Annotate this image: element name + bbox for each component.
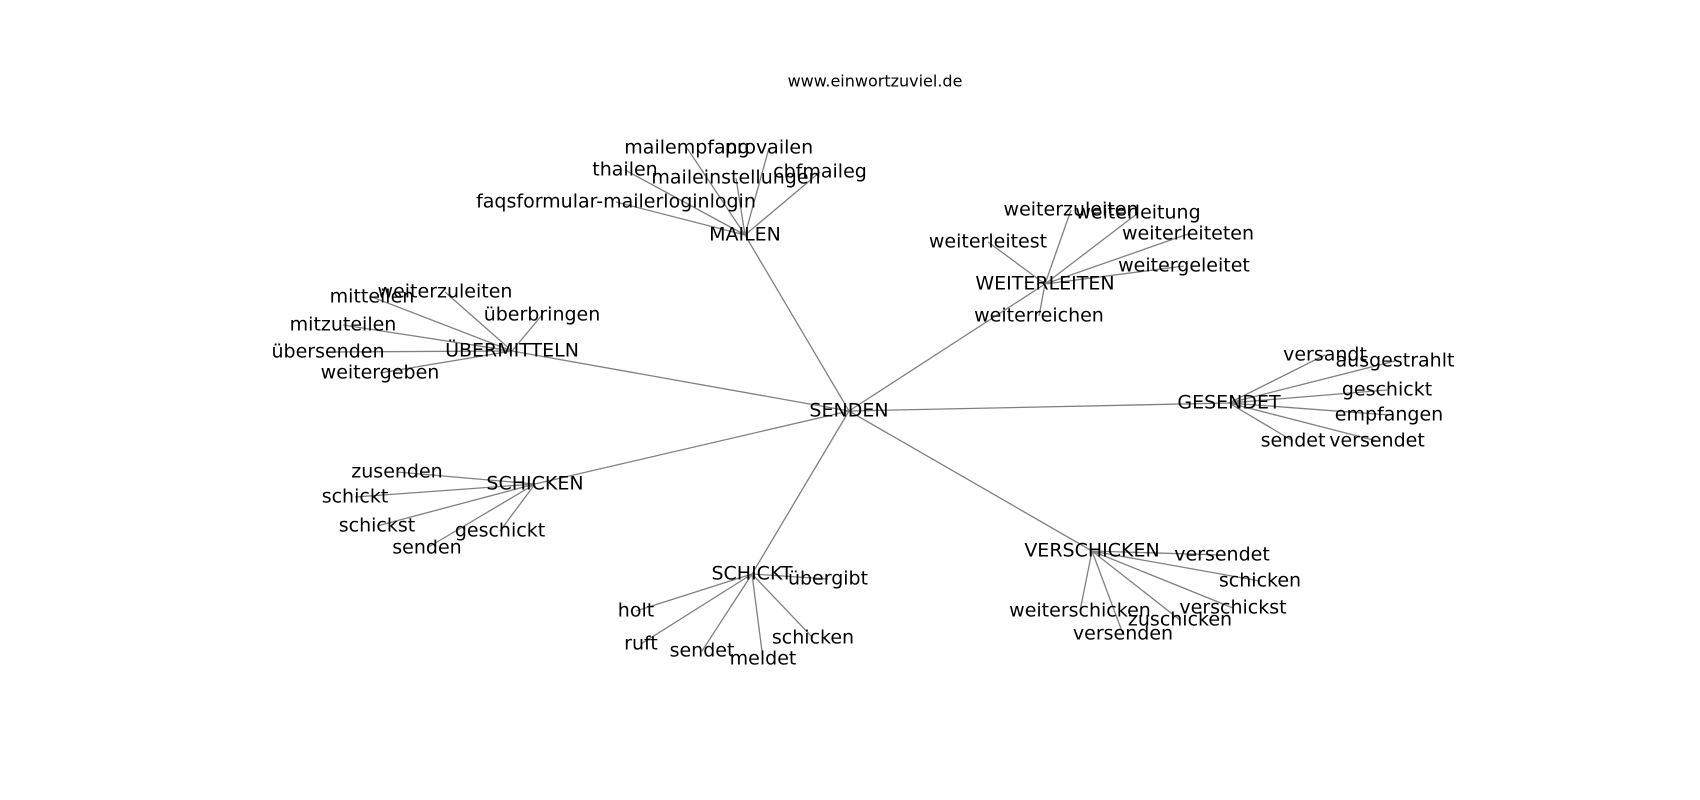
hub-leaf-edge <box>511 314 543 352</box>
hub-leaf-edge <box>1044 233 1189 285</box>
leaf-node-label: ausgestrahlt <box>1336 350 1455 372</box>
leaf-node-label: zuschicken <box>1128 609 1232 631</box>
leaf-node-label: weiterschicken <box>1009 600 1151 622</box>
root-hub-edge <box>744 234 850 412</box>
hub-leaf-edge <box>354 483 536 498</box>
hub-leaf-edge <box>1228 354 1326 404</box>
leaf-node-label: faqsformular-mailerloginlogin <box>476 191 756 213</box>
hub-leaf-edge <box>327 350 513 353</box>
hub-leaf-edge <box>751 573 829 580</box>
hub-node-label: MAILEN <box>709 224 781 246</box>
hub-leaf-edge <box>379 350 513 374</box>
leaf-node-label: versenden <box>1073 623 1173 645</box>
leaf-node-label: schickt <box>322 486 389 508</box>
leaf-node-label: ruft <box>624 633 658 655</box>
hub-leaf-edge <box>1228 402 1378 442</box>
hub-leaf-edge <box>624 169 746 236</box>
hub-leaf-edge <box>376 483 536 527</box>
leaf-node-label: überbringen <box>484 304 601 326</box>
hub-leaf-edge <box>640 573 753 645</box>
hub-leaf-edge <box>701 573 753 652</box>
root-hub-edge <box>848 283 1046 412</box>
leaf-node-label: schicken <box>1219 570 1301 592</box>
hub-leaf-edge <box>426 483 536 549</box>
hub-leaf-edge <box>1228 402 1294 442</box>
hub-leaf-edge <box>1091 550 1181 621</box>
leaf-node-label: maileinstellungen <box>651 167 820 189</box>
leaf-node-label: übergibt <box>788 568 868 590</box>
source-caption: www.einwortzuviel.de <box>788 72 963 91</box>
hub-leaf-edge <box>735 177 746 236</box>
hub-leaf-edge <box>615 201 746 236</box>
root-hub-edge <box>751 410 850 575</box>
root-hub-edge <box>534 410 850 485</box>
leaf-node-label: geschickt <box>1342 379 1432 401</box>
hub-leaf-edge <box>1228 402 1390 416</box>
leaf-node-label: weiterreichen <box>974 305 1104 327</box>
hub-leaf-edge <box>499 483 536 532</box>
hub-leaf-edge <box>1038 283 1046 317</box>
root-node-label: SENDEN <box>809 400 888 422</box>
hub-leaf-edge <box>1044 209 1072 285</box>
hub-leaf-edge <box>342 324 513 352</box>
hub-node-label: WEITERLEITEN <box>975 273 1114 295</box>
hub-leaf-edge <box>444 291 513 352</box>
hub-leaf-edge <box>751 573 814 639</box>
leaf-node-label: weiterleiteten <box>1122 223 1254 245</box>
hub-leaf-edge <box>635 573 753 612</box>
hub-leaf-edge <box>1228 389 1388 404</box>
leaf-node-label: thailen <box>592 159 657 181</box>
hub-leaf-edge <box>1044 265 1185 285</box>
leaf-node-label: übersenden <box>271 341 384 363</box>
hub-leaf-edge <box>744 147 770 236</box>
leaf-node-label: schicken <box>772 627 854 649</box>
hub-leaf-edge <box>371 296 513 352</box>
leaf-node-label: weiterzuleiten <box>378 281 513 303</box>
leaf-node-label: weiterleitung <box>1075 202 1200 224</box>
leaf-node-label: schickst <box>339 515 415 537</box>
leaf-node-label: sendet <box>1261 430 1326 452</box>
leaf-node-label: mailempfang <box>624 137 749 159</box>
hub-leaf-edge <box>1091 550 1223 556</box>
leaf-node-label: meldet <box>730 648 797 670</box>
hub-node-label: ÜBERMITTELN <box>445 339 579 362</box>
hub-node-label: SCHICKEN <box>486 473 583 495</box>
hub-leaf-edge <box>751 573 764 660</box>
leaf-node-label: versendet <box>1174 544 1270 566</box>
leaf-node-label: holt <box>618 600 654 622</box>
hub-leaf-edge <box>396 471 536 485</box>
leaf-node-label: sendet <box>670 640 735 662</box>
hub-leaf-edge <box>686 147 746 236</box>
leaf-node-label: cbfmaileg <box>773 161 867 183</box>
leaf-node-label: empfangen <box>1335 404 1443 426</box>
hub-node-label: VERSCHICKEN <box>1024 540 1159 562</box>
leaf-node-label: versendet <box>1329 430 1425 452</box>
hub-leaf-edge <box>1091 550 1261 582</box>
leaf-node-label: weitergeleitet <box>1118 255 1250 277</box>
hub-leaf-edge <box>744 171 821 236</box>
root-hub-edge <box>848 410 1093 552</box>
hub-leaf-edge <box>987 241 1046 285</box>
root-hub-edge <box>848 402 1230 412</box>
leaf-node-label: weiterleitest <box>929 231 1047 253</box>
hub-node-label: GESENDET <box>1177 392 1281 414</box>
hub-leaf-edge <box>1091 550 1124 635</box>
hub-node-label: SCHICKT <box>711 563 792 585</box>
root-hub-edge <box>511 350 850 412</box>
leaf-node-label: provailen <box>725 137 813 159</box>
hub-leaf-edge <box>1044 212 1139 285</box>
leaf-node-label: senden <box>392 537 461 559</box>
leaf-node-label: weiterzuleiten <box>1004 199 1139 221</box>
hub-leaf-edge <box>1228 360 1396 404</box>
leaf-node-label: geschickt <box>455 520 545 542</box>
leaf-node-label: mitteilen <box>330 286 415 308</box>
leaf-node-label: versandt <box>1283 344 1367 366</box>
leaf-node-label: verschickst <box>1179 597 1286 619</box>
leaf-node-label: zusenden <box>351 461 442 483</box>
hub-leaf-edge <box>1079 550 1093 612</box>
leaf-node-label: mitzuteilen <box>290 314 397 336</box>
hub-leaf-edge <box>1091 550 1234 609</box>
leaf-node-label: weitergeben <box>321 362 440 384</box>
